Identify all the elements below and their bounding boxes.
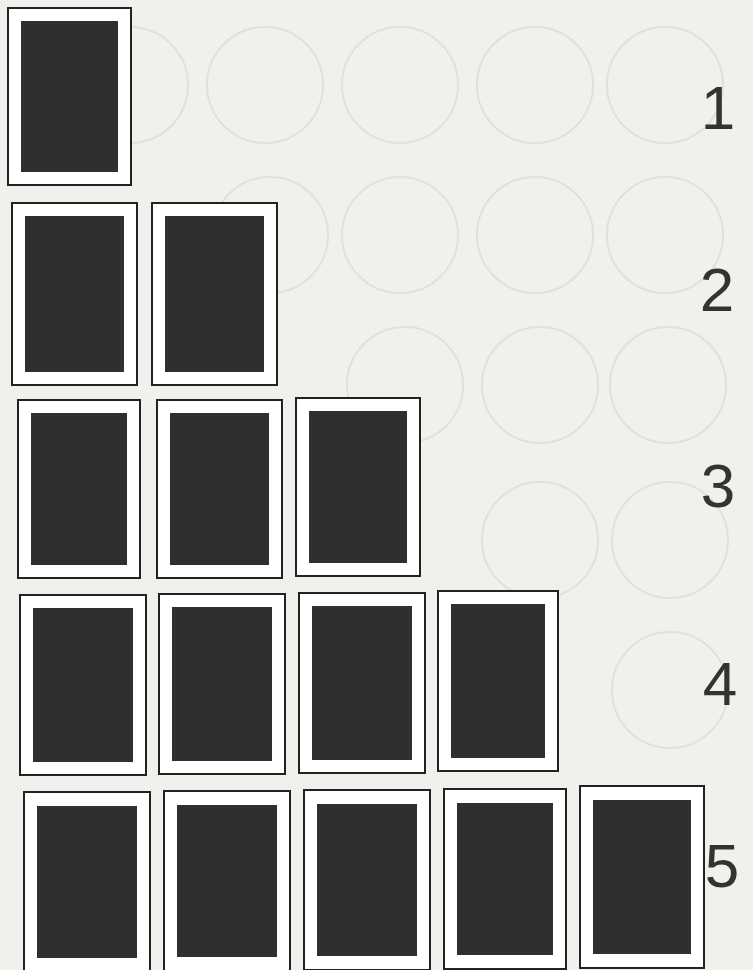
card: [20, 595, 146, 775]
card: [580, 786, 704, 968]
card: [438, 591, 558, 771]
row-number: 4: [703, 653, 737, 715]
row-number: 5: [705, 835, 739, 897]
card: [157, 400, 282, 578]
card: [164, 791, 290, 970]
card: [12, 203, 137, 385]
row-number: 3: [701, 455, 735, 517]
card: [299, 593, 425, 773]
row-number: 2: [700, 259, 734, 321]
row-number: 1: [701, 77, 735, 139]
card: [304, 790, 430, 970]
card: [24, 792, 150, 970]
card: [152, 203, 277, 385]
card: [18, 400, 140, 578]
card: [444, 789, 566, 969]
card: [159, 594, 285, 774]
card: [296, 398, 420, 576]
cards: [8, 8, 704, 970]
card: [8, 8, 131, 185]
